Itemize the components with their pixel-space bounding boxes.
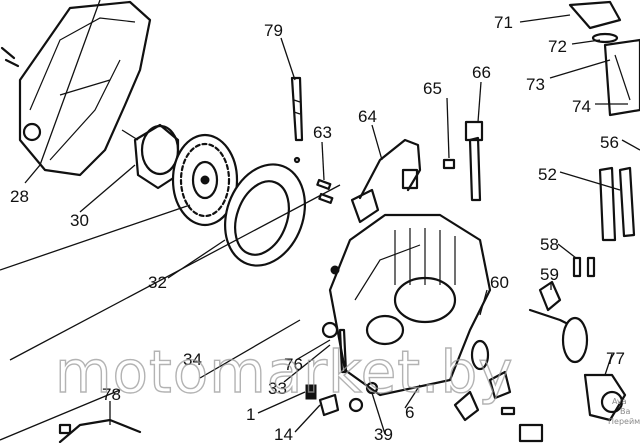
callout-56: 56 [600, 133, 619, 152]
callout-78: 78 [102, 385, 121, 404]
watermark: motomarket.by [55, 338, 514, 406]
callout-76: 76 [284, 355, 303, 374]
crankshaft [528, 280, 589, 364]
flywheel [171, 133, 239, 227]
callout-79: 79 [264, 21, 283, 40]
cable-78 [58, 418, 142, 443]
crankcase-block [328, 213, 492, 397]
lifters-58 [572, 256, 596, 278]
corner-text-2: Ba [620, 407, 630, 416]
valve-keeper-65 [442, 158, 456, 170]
callouts: 79 71 72 73 74 66 65 64 63 56 52 28 30 3… [10, 13, 625, 443]
callout-71: 71 [494, 13, 513, 32]
callout-32: 32 [148, 273, 167, 292]
callout-6: 6 [405, 403, 414, 422]
callout-59: 59 [540, 265, 559, 284]
callout-30: 30 [70, 211, 89, 230]
valves-52 [598, 166, 636, 242]
fuel-pipe [350, 138, 422, 224]
spark-plug-lead [290, 76, 304, 164]
callout-39: 39 [374, 425, 393, 443]
ignition-coil [224, 163, 306, 267]
small-hardware [305, 321, 544, 443]
callout-33: 33 [268, 379, 287, 398]
callout-63: 63 [313, 123, 332, 142]
callout-58: 58 [540, 235, 559, 254]
callout-1: 1 [246, 405, 255, 424]
callout-77: 77 [606, 349, 625, 368]
callout-52: 52 [538, 165, 557, 184]
starter-cup [121, 123, 180, 190]
corner-text-1: Ava [612, 397, 627, 406]
bolt-66 [464, 120, 484, 202]
fan-shroud [0, 0, 152, 177]
callout-73: 73 [526, 75, 545, 94]
callout-72: 72 [548, 37, 567, 56]
callout-64: 64 [358, 107, 377, 126]
corner-text-3: Перейм [608, 417, 640, 426]
callout-60: 60 [490, 273, 509, 292]
rocker-cover-parts [568, 0, 640, 117]
callout-14: 14 [274, 425, 293, 443]
callout-74: 74 [572, 97, 591, 116]
callout-34: 34 [183, 350, 202, 369]
callout-28: 28 [10, 187, 29, 206]
callout-65: 65 [423, 79, 442, 98]
corner-overlay: Ava Ba Перейм [608, 397, 640, 426]
oil-alert-77 [583, 373, 627, 422]
pins-63 [316, 178, 334, 204]
callout-66: 66 [472, 63, 491, 82]
